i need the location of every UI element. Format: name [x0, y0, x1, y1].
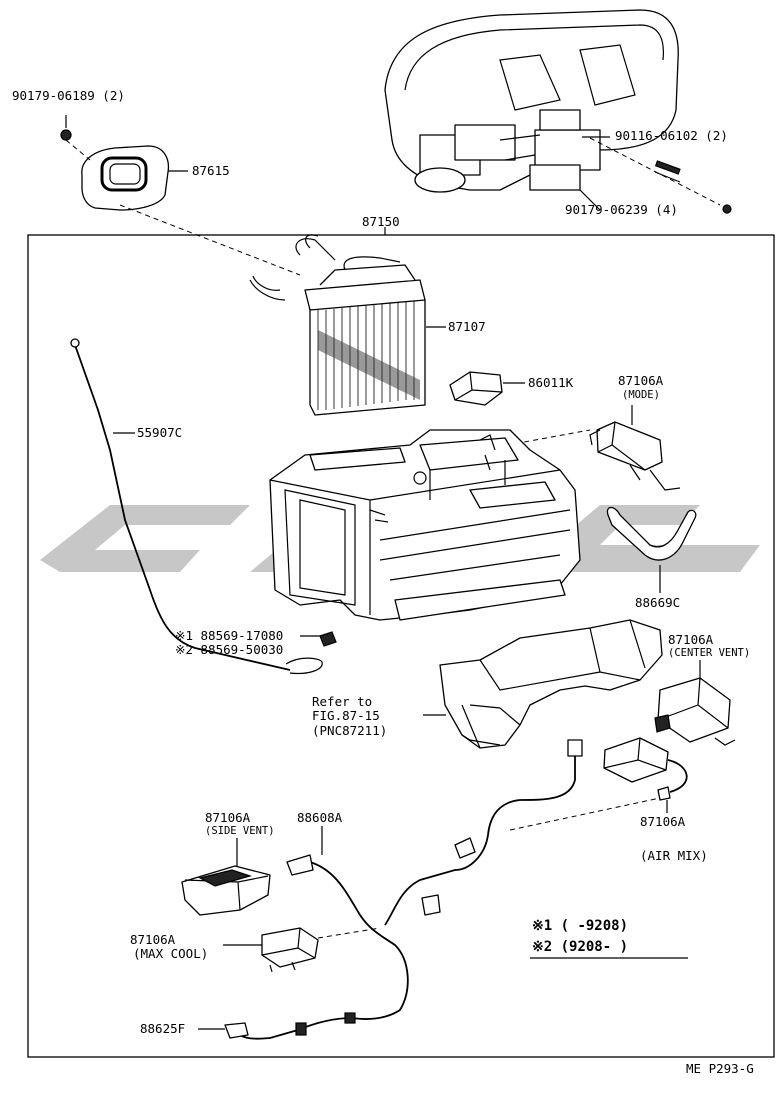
assembly-border [27, 234, 775, 1058]
label-87106a-center: 87106A [668, 632, 714, 647]
label-refer-to: Refer to [312, 694, 372, 709]
part-88608a-harness [224, 739, 583, 1040]
label-fig-ref: FIG.87-15 [312, 708, 380, 723]
label-87106a-max: 87106A [130, 932, 176, 947]
label-mode: (MODE) [622, 389, 660, 401]
part-87106a-max-cool [261, 927, 319, 973]
label-pnc-ref: (PNC87211) [312, 723, 387, 738]
label-87106a-mode: 87106A [618, 373, 664, 388]
label-max-cool: (MAX COOL) [133, 946, 208, 961]
label-87106a-side: 87106A [205, 810, 251, 825]
part-55907c-cable [74, 344, 291, 671]
label-90179-06189: 90179-06189 (2) [12, 88, 125, 103]
label-center-vent: (CENTER VENT) [668, 647, 750, 659]
part-87106a-air-mix [603, 737, 688, 801]
part-88569-clip [319, 631, 337, 647]
part-86011k [449, 371, 503, 406]
page-code: ME P293-G [686, 1061, 754, 1076]
part-87107-heater-core [249, 234, 426, 416]
label-air-mix: (AIR MIX) [640, 848, 708, 863]
dashboard-illustration [384, 9, 679, 193]
label-star1-part: ※1 88569-17080 [175, 628, 283, 643]
label-87150: 87150 [362, 214, 400, 229]
label-88608a: 88608A [297, 810, 343, 825]
part-87106a-side-vent [181, 865, 271, 916]
air-duct [439, 619, 663, 749]
label-90179-06239: 90179-06239 (4) [565, 202, 678, 217]
legend-star2: ※2 (9208- ) [532, 939, 628, 955]
part-87106a-mode [589, 421, 681, 491]
label-87107: 87107 [448, 319, 486, 334]
label-88669c: 88669C [635, 595, 680, 610]
part-88669c-hose [606, 506, 697, 561]
label-side-vent: (SIDE VENT) [205, 825, 275, 837]
part-87615 [81, 145, 170, 211]
part-87106a-center-vent [654, 677, 736, 746]
legend-star1: ※1 ( -9208) [532, 918, 628, 934]
label-87106a-air: 87106A [640, 814, 686, 829]
label-87615: 87615 [192, 163, 230, 178]
label-star2-part: ※2 88569-50030 [175, 642, 283, 657]
heater-unit-housing [269, 429, 581, 621]
label-55907c: 55907C [137, 425, 182, 440]
label-88625f: 88625F [140, 1021, 185, 1036]
label-86011k: 86011K [528, 375, 574, 390]
label-90116-06102: 90116-06102 (2) [615, 128, 728, 143]
